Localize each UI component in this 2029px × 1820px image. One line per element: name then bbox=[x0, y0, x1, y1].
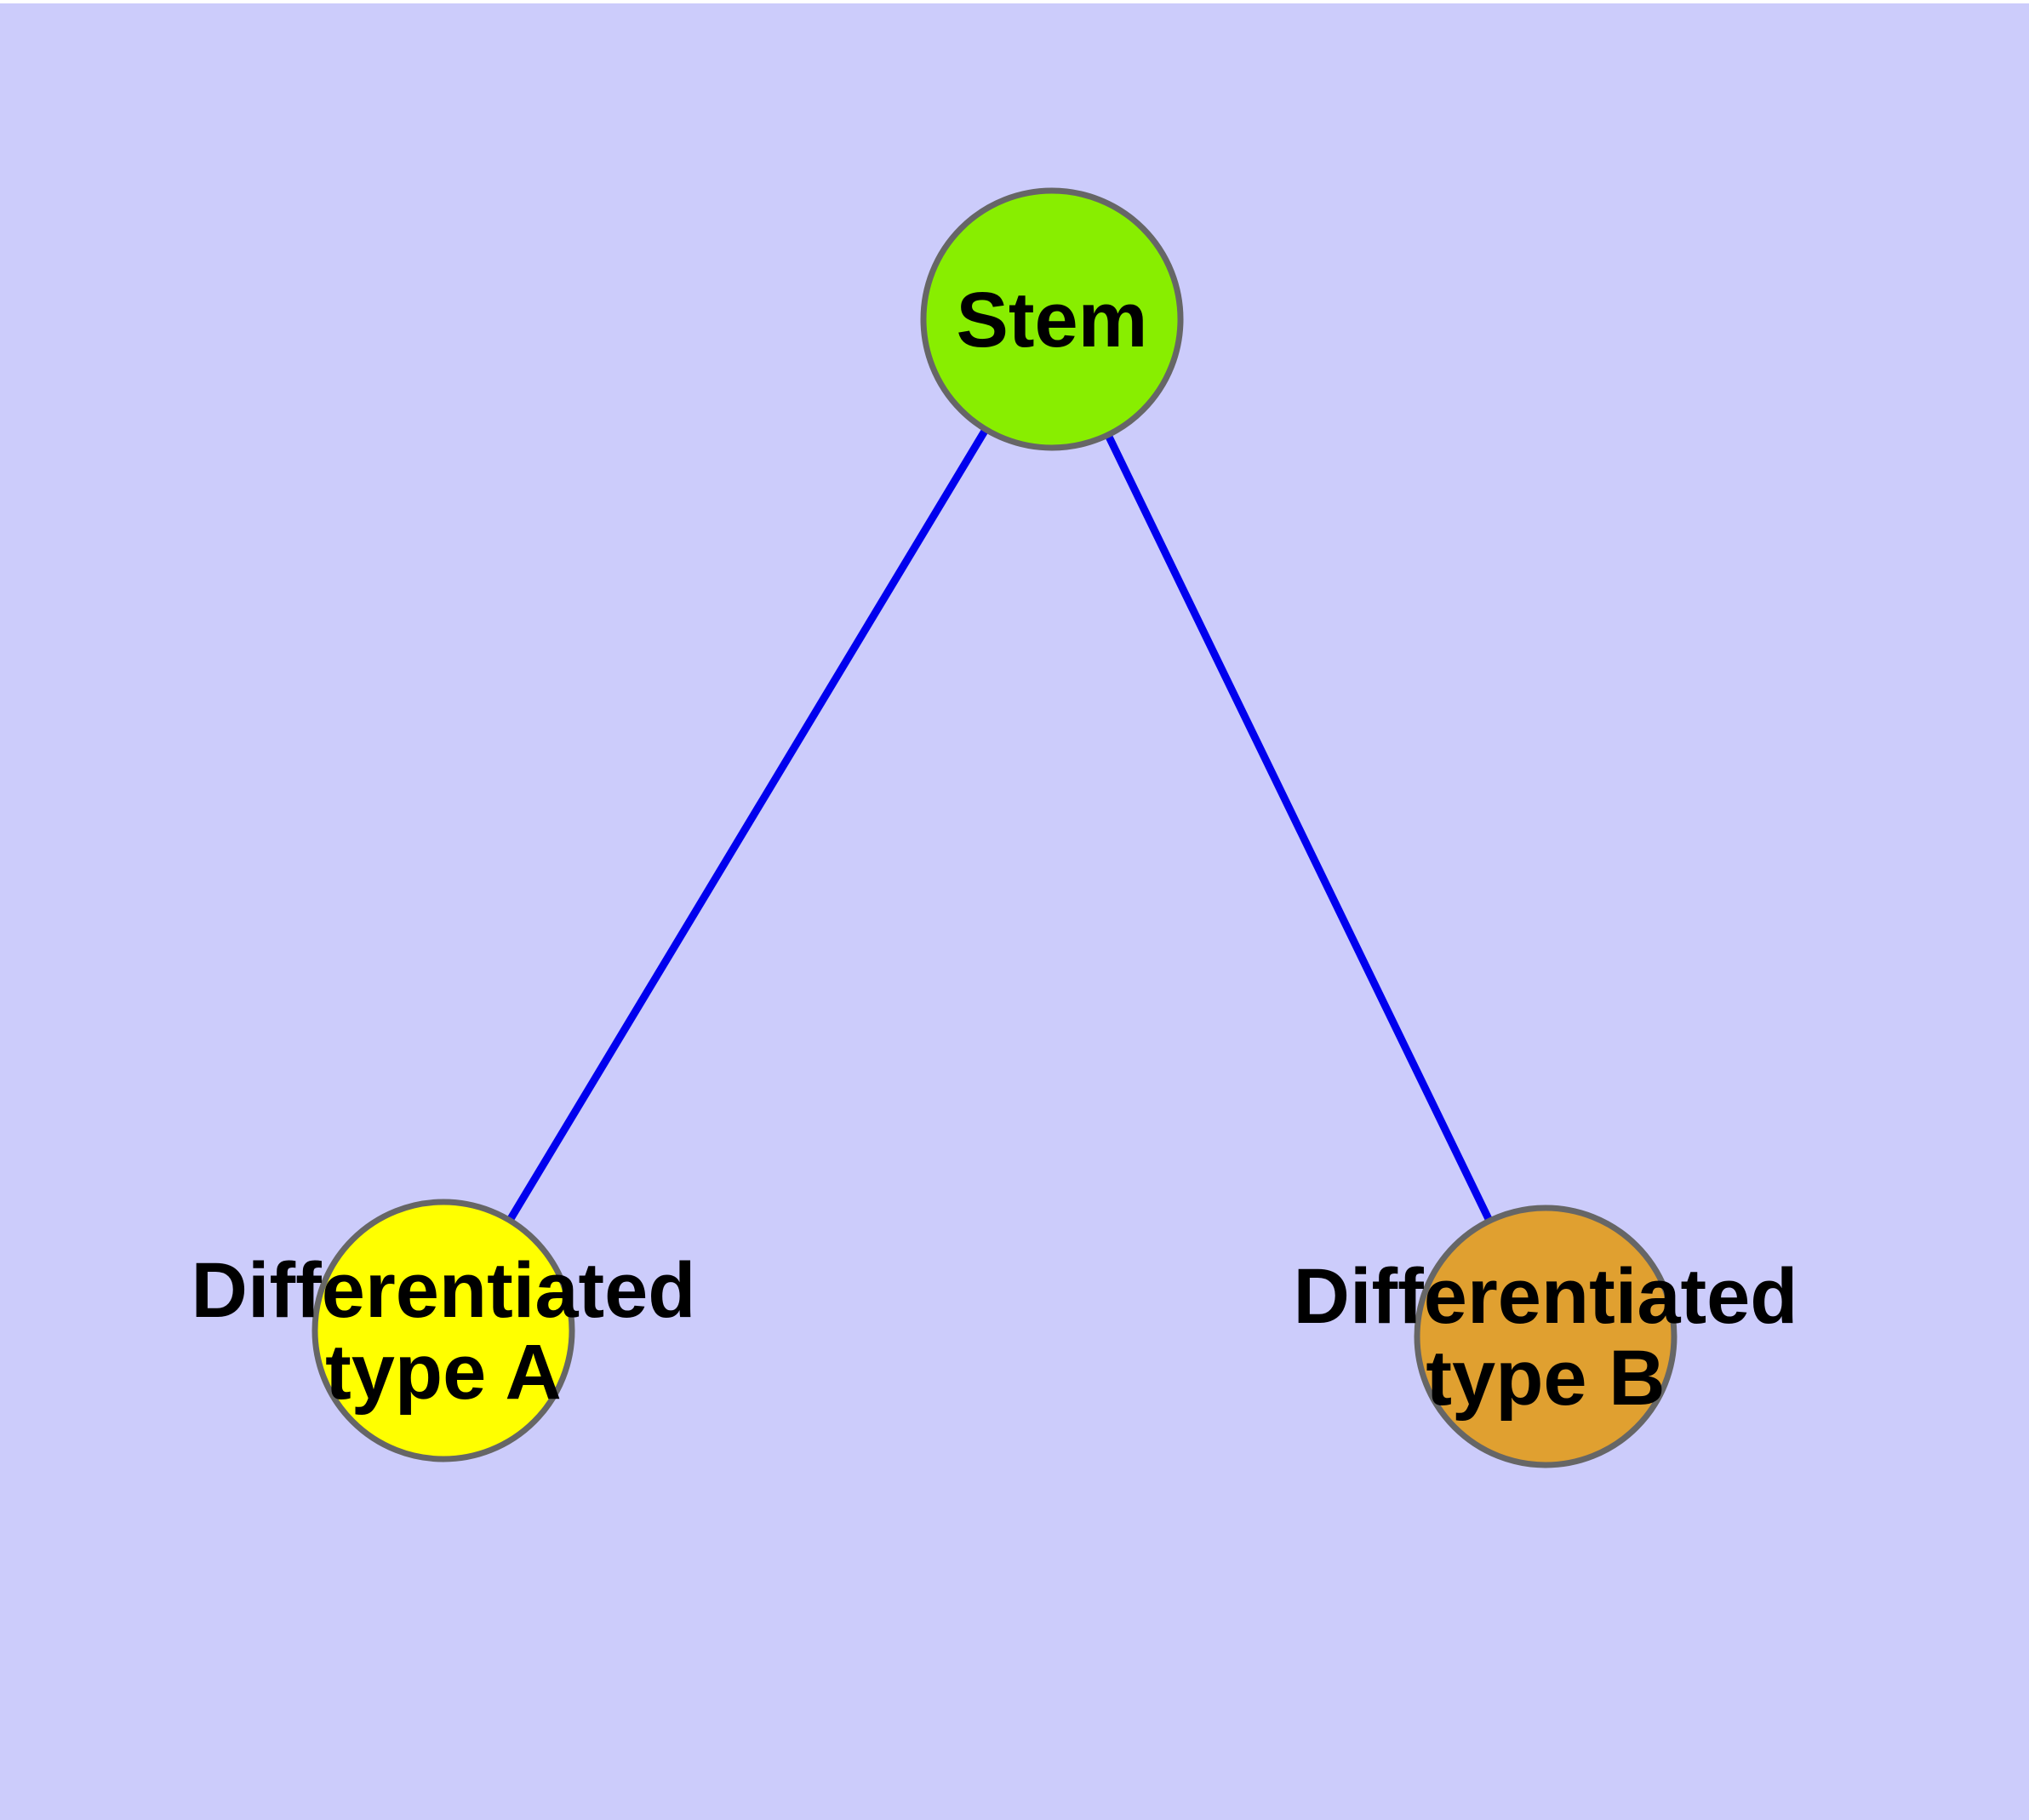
edges-layer bbox=[440, 317, 1550, 1338]
node-label-line: type B bbox=[1426, 1335, 1665, 1422]
node-diff_a[interactable] bbox=[311, 1199, 575, 1462]
nodes-layer bbox=[311, 187, 1677, 1468]
node-label-line: type A bbox=[325, 1329, 562, 1416]
node-label-line: Differentiated bbox=[1294, 1253, 1798, 1340]
node-diff_b[interactable] bbox=[1414, 1205, 1677, 1468]
node-label-stem: Stem bbox=[957, 277, 1148, 363]
node-label-line: Differentiated bbox=[191, 1247, 696, 1334]
edge-stem-diff-b[interactable] bbox=[1048, 318, 1550, 1338]
node-stem[interactable] bbox=[920, 187, 1184, 451]
edge-stem-diff-a[interactable] bbox=[440, 317, 1055, 1333]
node-label-line: Stem bbox=[957, 277, 1148, 363]
